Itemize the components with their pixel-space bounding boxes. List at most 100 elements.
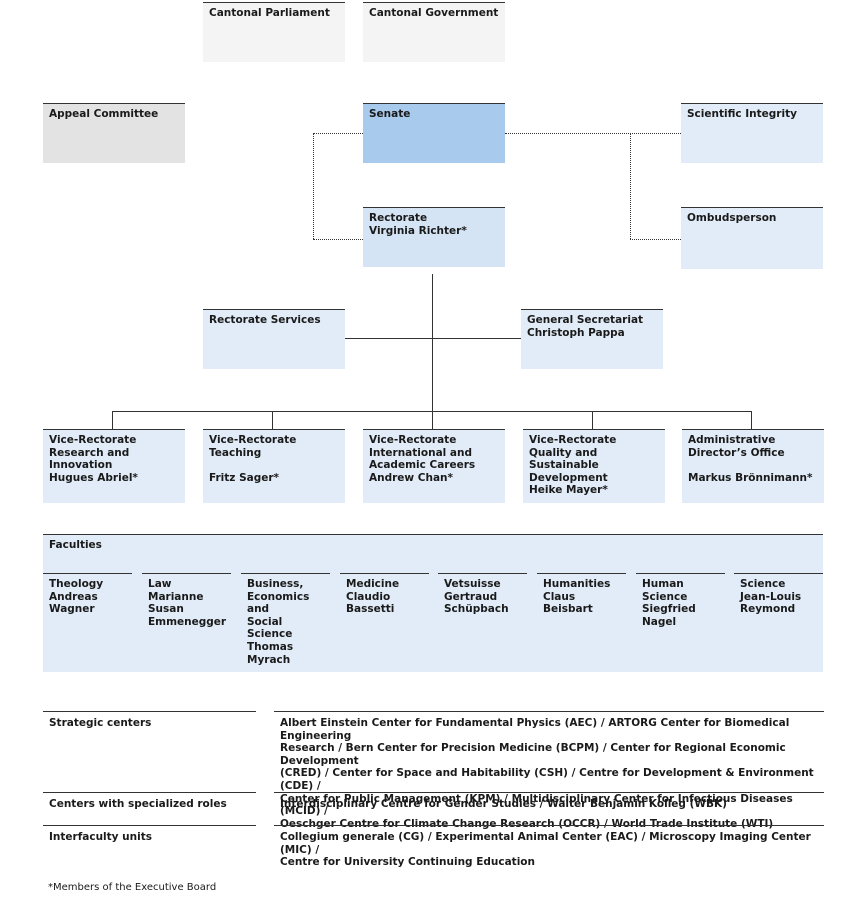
general-secretariat-box: General Secretariat Christoph Pappa (521, 309, 663, 369)
vice-rectorate-line: Academic Careers (369, 459, 476, 472)
cantonal-parliament-label: Cantonal Parliament (209, 7, 330, 19)
dotted-connector-right-vertical (630, 133, 631, 239)
faculty-line: Thomas (247, 640, 294, 653)
faculty-line: Jean-Louis (740, 590, 802, 603)
rectorate-trunk-line (432, 274, 433, 411)
vice-rectorate-drop-2 (272, 411, 273, 429)
faculty-business-economics-social-science: Business, Economics and Social Science T… (241, 573, 330, 670)
faculty-line: Business, (247, 578, 304, 590)
faculties-panel: Faculties (43, 534, 823, 672)
vice-rectorate-person: Heike Mayer* (529, 484, 608, 497)
faculty-line: Social Science (247, 615, 293, 641)
vice-rectorate-line: Research and (49, 446, 130, 459)
appeal-committee-label: Appeal Committee (49, 108, 159, 120)
row-content-line: Interdisciplinary Centre for Gender Stud… (280, 798, 727, 810)
vice-rectorate-line: Vice-Rectorate (209, 434, 297, 446)
faculty-line: Human (642, 578, 684, 590)
faculty-line: Schüpbach (444, 603, 509, 616)
row-content-line: Centre for University Continuing Educati… (280, 856, 535, 869)
vice-rectorate-line: Administrative (688, 434, 776, 446)
scientific-integrity-box: Scientific Integrity (681, 103, 823, 163)
row-label-text: Centers with specialized roles (49, 798, 227, 810)
dotted-connector-left-bottom (313, 239, 363, 240)
vice-rectorate-drop-4 (592, 411, 593, 429)
faculty-line: Science (740, 578, 786, 590)
row-content-line: (CRED) / Center for Space and Habitabili… (280, 767, 814, 792)
faculty-line: Marianne (148, 590, 204, 603)
faculty-line: Myrach (247, 653, 291, 666)
vice-rectorate-line: Quality and Sustainable (529, 446, 599, 472)
row-content-line: Center for Public Management (KPM) / Mul… (280, 792, 793, 818)
rectorate-box: Rectorate Virginia Richter* (363, 207, 505, 267)
faculty-human-science: Human Science Siegfried Nagel (636, 573, 725, 632)
administrative-directors-office-box: Administrative Director’s Office Markus … (682, 429, 824, 503)
faculty-medicine: Medicine Claudio Bassetti (340, 573, 429, 620)
vice-rectorate-line: Innovation (49, 459, 113, 472)
faculty-line: Siegfried (642, 603, 696, 616)
vice-rectorate-line (688, 459, 818, 472)
faculty-line: Economics and (247, 590, 310, 616)
cantonal-parliament-box: Cantonal Parliament (203, 2, 345, 62)
footnote: *Members of the Executive Board (48, 882, 217, 893)
row-content-line: Albert Einstein Center for Fundamental P… (280, 717, 790, 742)
faculty-line: Humanities (543, 578, 611, 590)
faculty-humanities: Humanities Claus Beisbart (537, 573, 626, 620)
faculty-science: Science Jean-Louis Reymond (734, 573, 823, 620)
vice-rectorate-line: Vice-Rectorate (49, 434, 137, 446)
faculty-line: Reymond (740, 603, 796, 616)
vice-rectorate-international-box: Vice-Rectorate International and Academi… (363, 429, 505, 503)
row-label-text: Strategic centers (49, 717, 152, 729)
faculty-line: Susan (148, 603, 184, 616)
faculty-line: Claudio (346, 590, 391, 603)
cantonal-government-box: Cantonal Government (363, 2, 505, 62)
scientific-integrity-label: Scientific Integrity (687, 108, 797, 120)
faculty-line: Claus Beisbart (543, 590, 593, 616)
senate-box: Senate (363, 103, 505, 163)
faculty-line: Medicine (346, 578, 400, 590)
vice-rectorate-drop-3 (432, 411, 433, 429)
faculty-law: Law Marianne Susan Emmenegger (142, 573, 231, 632)
vice-rectorate-person: Hugues Abriel* (49, 471, 138, 484)
faculty-line: Bassetti (346, 603, 395, 616)
vice-rectorate-line: Teaching (209, 446, 262, 459)
faculty-line: Emmenegger (148, 615, 227, 628)
cantonal-government-label: Cantonal Government (369, 7, 499, 19)
vice-rectorate-drop-5 (751, 411, 752, 429)
vice-rectorate-person: Markus Brönnimann* (688, 471, 813, 484)
faculty-line: Gertraud (444, 590, 498, 603)
strategic-centers-label: Strategic centers (43, 711, 256, 734)
row-content-line: Research / Bern Center for Precision Med… (280, 742, 786, 767)
senate-label: Senate (369, 108, 411, 120)
vice-rectorate-teaching-box: Vice-Rectorate Teaching Fritz Sager* (203, 429, 345, 503)
faculty-line: Science (642, 590, 688, 603)
rectorate-services-label: Rectorate Services (209, 314, 321, 326)
dotted-connector-left-vertical (313, 133, 314, 239)
vice-rectorate-line: Development (529, 471, 608, 484)
vice-rectorate-drop-1 (112, 411, 113, 429)
faculty-line: Theology (49, 578, 104, 590)
general-secretariat-title: General Secretariat (527, 314, 644, 326)
row-content-line: Oeschger Centre for Climate Change Resea… (280, 817, 774, 830)
dotted-connector-left-top (313, 133, 363, 134)
dotted-connector-right-senate (505, 133, 681, 134)
faculty-theology: Theology Andreas Wagner (43, 573, 132, 620)
vice-rectorate-line (209, 459, 339, 472)
faculty-line: Nagel (642, 615, 677, 628)
faculty-line: Vetsuisse (444, 578, 501, 590)
appeal-committee-box: Appeal Committee (43, 103, 185, 163)
specialized-centers-label: Centers with specialized roles (43, 792, 256, 815)
vice-rectorate-research-box: Vice-Rectorate Research and Innovation H… (43, 429, 185, 503)
row-label-text: Interfaculty units (49, 831, 152, 843)
vice-rectorate-line: Vice-Rectorate (369, 434, 457, 446)
row-content-line: Collegium generale (CG) / Experimental A… (280, 831, 811, 856)
vice-rectorate-quality-box: Vice-Rectorate Quality and Sustainable D… (523, 429, 665, 503)
interfaculty-units-content: Collegium generale (CG) / Experimental A… (274, 825, 824, 874)
vice-rectorate-line: Director’s Office (688, 446, 785, 459)
vice-rectorate-person: Fritz Sager* (209, 471, 280, 484)
rectorate-title: Rectorate (369, 212, 428, 224)
faculty-vetsuisse: Vetsuisse Gertraud Schüpbach (438, 573, 527, 620)
vice-rectorate-line: Vice-Rectorate (529, 434, 617, 446)
faculty-line: Andreas (49, 590, 98, 603)
rectorate-services-box: Rectorate Services (203, 309, 345, 369)
rectorate-person: Virginia Richter* (369, 224, 467, 237)
